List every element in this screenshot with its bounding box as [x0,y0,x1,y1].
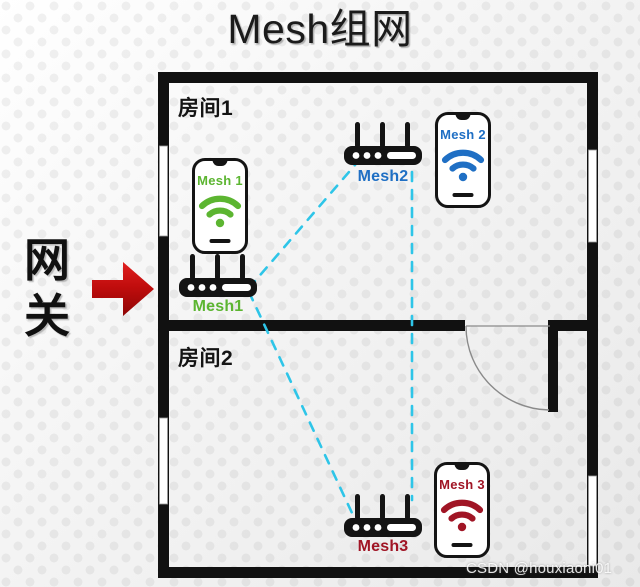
phone-mesh3[interactable]: Mesh 3 [434,462,490,558]
phone-label-mesh2: Mesh 2 [440,127,486,142]
router-label-mesh2: Mesh2 [357,168,409,185]
phone-label-mesh1: Mesh 1 [197,173,243,188]
phone-notch [454,465,470,470]
phone-mesh2[interactable]: Mesh 2 [435,112,491,208]
watermark: CSDN @houxiaoni01 [466,560,613,577]
phone-label-mesh3: Mesh 3 [439,477,485,492]
windows [159,145,597,567]
partition-wall [158,320,598,412]
phone-home-bar [451,543,473,547]
gateway-annotation: 网关 [8,232,158,348]
wifi-icon [198,194,242,233]
mesh-links [247,163,414,515]
gateway-label: 网关 [24,234,70,342]
router-mesh3[interactable] [341,492,425,545]
door-swing-icon [465,325,550,411]
phone-notch [455,115,471,120]
router-icon [344,494,422,537]
phone-mesh1[interactable]: Mesh 1 [192,158,248,254]
room-label-room2: 房间2 [178,347,234,370]
right-arrow-icon [90,258,156,325]
link-mesh1-mesh2 [247,163,357,290]
router-icon [179,254,257,297]
router-icon [344,122,422,165]
room-label-room1: 房间1 [178,97,234,120]
page-title: Mesh组网 [227,6,413,52]
router-label-mesh1: Mesh1 [192,298,244,315]
link-mesh1-mesh3 [247,290,354,515]
router-mesh1[interactable] [176,252,260,305]
phone-home-bar [209,239,231,243]
wifi-icon [441,148,485,187]
phone-home-bar [452,193,474,197]
router-mesh2[interactable] [341,120,425,173]
router-label-mesh3: Mesh3 [357,538,409,555]
phone-notch [212,161,228,166]
wifi-icon [440,498,484,537]
